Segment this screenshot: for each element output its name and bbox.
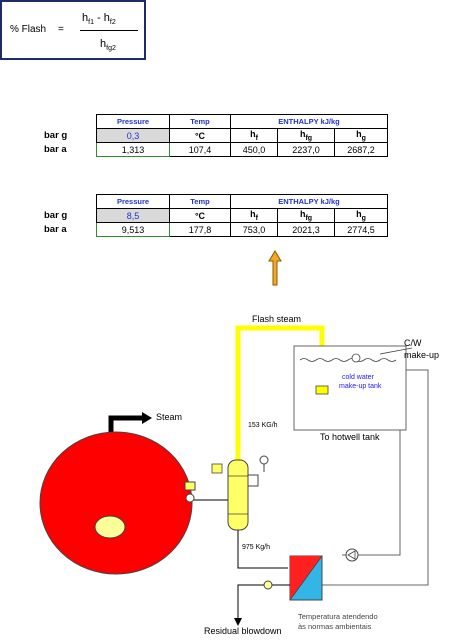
row-label-bar-a: bar a: [44, 224, 67, 235]
label-makeup: make-up: [404, 350, 440, 360]
label-tank-line1: cold water: [342, 374, 374, 381]
boiler: [39, 431, 193, 575]
header-pressure: Pressure: [96, 114, 170, 129]
cold-water-line: [322, 369, 429, 586]
temp-value: 107,4: [169, 142, 231, 157]
steam-arrow-icon: [142, 412, 152, 424]
residual-arrow-icon: [234, 618, 242, 626]
flash-formula-box: % Flash = hf1 - hf2 hfg2: [0, 0, 146, 60]
label-residual-blowdown: Residual blowdown: [204, 626, 282, 636]
label-flash-steam: Flash steam: [252, 314, 302, 324]
label-flow-153: 153 KG/h: [248, 422, 278, 429]
formula-numerator: hf1 - hf2: [82, 12, 116, 27]
tank-valve-icon: [351, 353, 361, 363]
tank-drain-line: [342, 430, 401, 556]
row-label-bar-a: bar a: [44, 144, 67, 155]
pressure-gauge-value: 8,5: [96, 208, 170, 223]
hfg-value: 2237,0: [277, 142, 335, 157]
label-temp-note-1: Temperatura atendendo: [298, 612, 378, 621]
vessel-drain-line: [237, 530, 288, 569]
header-enthalpy: ENTHALPY kJ/kg: [230, 114, 388, 129]
label-flow-975: 975 Kg/h: [242, 544, 271, 551]
residual-blowdown-line: [237, 584, 290, 620]
temp-unit: °C: [169, 128, 231, 143]
row-label-bar-g: bar g: [44, 130, 68, 141]
symbol-hf: hf: [230, 208, 278, 223]
up-arrow-icon: [268, 250, 282, 286]
cw-inlet-line: [379, 347, 413, 355]
safety-valve: [211, 463, 223, 474]
sight-glass: [248, 474, 259, 487]
row-label-bar-g: bar g: [44, 210, 68, 221]
tank-float: [315, 385, 329, 395]
formula-denominator: hfg2: [100, 38, 116, 53]
symbol-hg: hg: [334, 128, 388, 143]
temp-value: 177,8: [169, 222, 231, 237]
tank-water-line: [299, 358, 397, 362]
hg-value: 2687,2: [334, 142, 388, 157]
label-to-hotwell: To hotwell tank: [320, 432, 380, 442]
temp-unit: °C: [169, 208, 231, 223]
pressure-gauge-icon: [259, 455, 269, 465]
header-enthalpy: ENTHALPY kJ/kg: [230, 194, 388, 209]
boiler-manhole: [94, 515, 126, 539]
hg-value: 2774,5: [334, 222, 388, 237]
symbol-hfg: hfg: [277, 208, 335, 223]
steam-table-low-pressure: Pressure Temp ENTHALPY kJ/kg bar g 0,3 °…: [42, 114, 388, 157]
hf-value: 753,0: [230, 222, 278, 237]
pressure-abs-value: 9,513: [96, 222, 170, 237]
flash-recovery-diagram: [39, 325, 429, 626]
formula-label: % Flash: [10, 24, 47, 35]
symbol-hg: hg: [334, 208, 388, 223]
header-temp: Temp: [169, 194, 231, 209]
blowdown-valve: [184, 481, 196, 491]
label-tank-line2: make-up tank: [339, 383, 382, 390]
flash-vessel: [227, 459, 249, 531]
label-cw: C/W: [404, 338, 422, 348]
hf-value: 450,0: [230, 142, 278, 157]
blowdown-valve-body: [185, 493, 195, 503]
fraction-bar: [80, 30, 138, 31]
symbol-hfg: hfg: [277, 128, 335, 143]
header-temp: Temp: [169, 114, 231, 129]
formula-equals: =: [58, 24, 64, 35]
symbol-hf: hf: [230, 128, 278, 143]
pressure-abs-value: 1,313: [96, 142, 170, 157]
label-steam: Steam: [156, 412, 183, 422]
steam-arrow-line: [108, 415, 142, 432]
steam-table-high-pressure: Pressure Temp ENTHALPY kJ/kg bar g 8,5 °…: [42, 194, 388, 237]
pressure-gauge-value: 0,3: [96, 128, 170, 143]
hfg-value: 2021,3: [277, 222, 335, 237]
header-pressure: Pressure: [96, 194, 170, 209]
label-temp-note-2: às normas ambientais: [298, 622, 372, 631]
temperature-sensor-icon: [263, 580, 273, 590]
